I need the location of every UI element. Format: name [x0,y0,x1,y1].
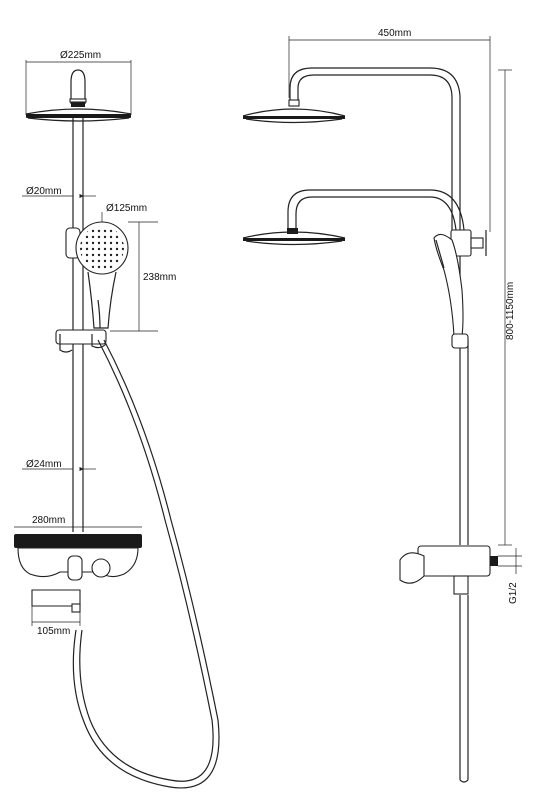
side-hand-shower [433,233,469,349]
hand-shower-height-label: 238mm [143,272,176,283]
arm-length-dim: 450mm [288,28,491,232]
shower-hose [72,339,220,789]
hand-shower: Ø125mm 238mm [65,203,176,332]
side-view: 450mm [242,28,522,783]
head-diameter-label: Ø225mm [60,50,101,61]
overhead-shower-head: Ø225mm [25,50,132,122]
shower-rail [72,118,84,532]
pipe-top-label: Ø20mm [26,186,62,197]
side-overhead-head [242,99,346,124]
pipe-bottom-dim: Ø24mm [22,459,96,472]
front-view: Ø225mm Ø20mm [14,50,220,789]
slide-holder [55,329,107,353]
mixer-shelf: 280mm 105mm [14,515,142,637]
pipe-top-dim: Ø20mm [22,186,96,199]
shelf-width-label: 280mm [32,515,65,526]
height-range-label: 800-1150mm [505,282,516,340]
side-diverter [450,229,487,257]
connection-label: G1/2 [508,582,519,604]
spout-label: 105mm [37,626,70,637]
pipe-bottom-label: Ø24mm [26,459,62,470]
side-rail [289,67,469,783]
side-mixer: G1/2 [399,545,522,604]
side-lower-head [242,189,465,246]
arm-length-label: 450mm [378,28,411,39]
height-range-dim: 800-1150mm [498,69,516,546]
hand-shower-diameter-label: Ø125mm [106,203,147,214]
